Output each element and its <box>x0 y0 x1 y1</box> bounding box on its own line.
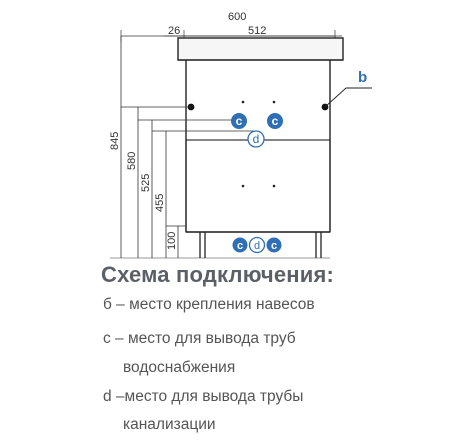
countertop <box>177 37 344 61</box>
dim-label-600: 600 <box>228 11 246 23</box>
water-outlet-bottom-left: c <box>232 237 248 253</box>
dim-label-26: 26 <box>168 25 180 37</box>
svg-text:c: c <box>272 114 279 128</box>
legend-line-d: d –место для вывода трубы <box>103 388 304 405</box>
dim-label-525: 525 <box>140 174 152 192</box>
cabinet-drawing: 600 512 26 b <box>109 11 372 259</box>
legend-line-c-cont: водоснабжения <box>123 359 236 376</box>
cabinet-drawer <box>185 139 331 233</box>
svg-text:d: d <box>254 240 260 252</box>
dim-label-512: 512 <box>248 25 266 37</box>
dim-label-580: 580 <box>126 152 138 170</box>
dim-label-845: 845 <box>109 132 121 150</box>
dim-label-100: 100 <box>166 232 178 250</box>
legend-line-d-cont: канализации <box>123 416 216 433</box>
water-outlet-right: c <box>267 113 283 129</box>
water-outlet-left: c <box>231 113 247 129</box>
legend-line-c: c – место для вывода труб <box>103 330 296 347</box>
drain-outlet-upper: d <box>247 130 265 148</box>
water-outlet-bottom-right: c <box>266 237 282 253</box>
drain-outlet-bottom: d <box>248 236 266 254</box>
legend-title: Схема подключения: <box>101 262 335 287</box>
svg-text:c: c <box>237 240 243 252</box>
svg-text:c: c <box>236 114 243 128</box>
dim-label-455: 455 <box>154 194 166 212</box>
marker-b-label: b <box>358 69 367 86</box>
svg-text:c: c <box>271 240 277 252</box>
legend-line-b: б – место крепления навесов <box>103 296 315 313</box>
svg-text:d: d <box>253 132 260 146</box>
